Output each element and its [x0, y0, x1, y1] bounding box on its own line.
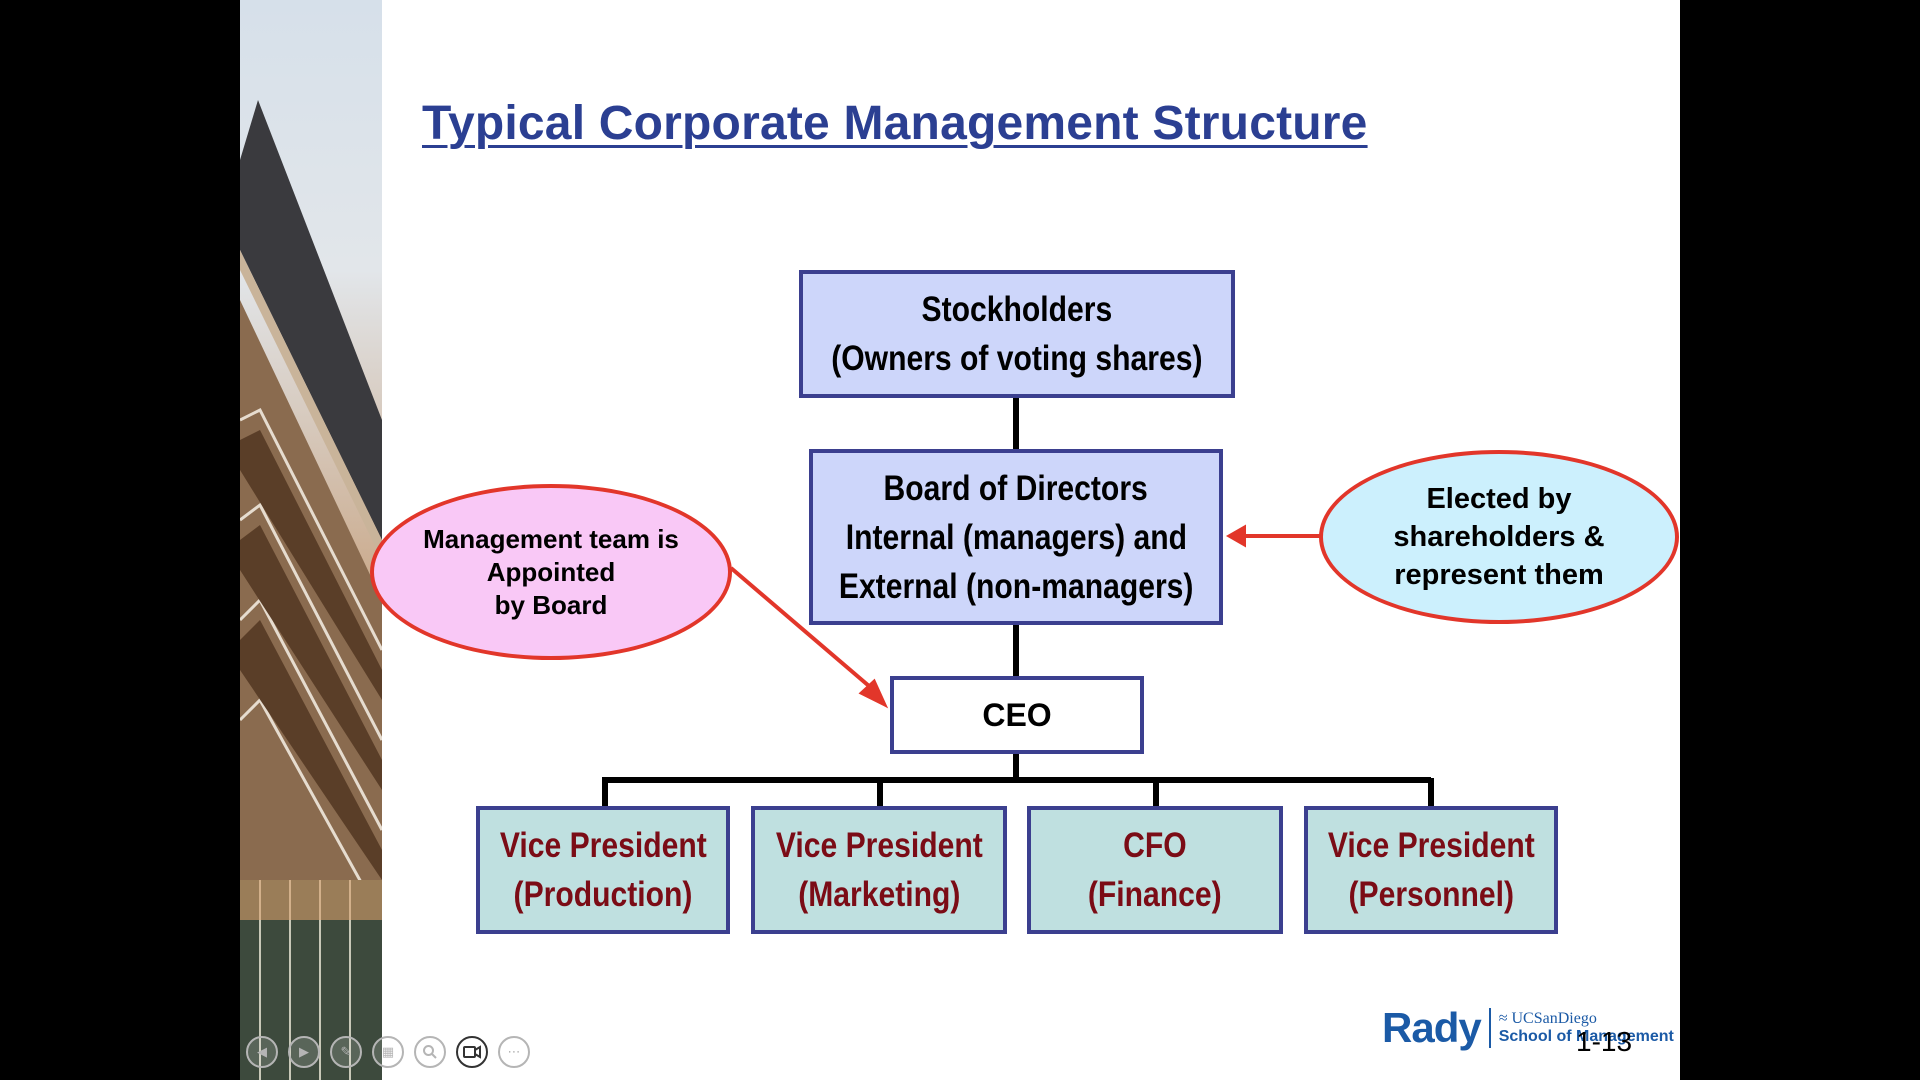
rady-wordmark: Rady [1382, 1004, 1482, 1051]
camera-toggle-button[interactable] [456, 1036, 488, 1068]
board-title: Board of Directors [883, 468, 1149, 508]
slide: Typical Corporate Management Structure S… [240, 0, 1680, 1080]
more-options-icon: ⋯ [507, 1044, 521, 1060]
more-options-button[interactable]: ⋯ [498, 1036, 530, 1068]
callout-left-line1: Management team is [423, 523, 679, 554]
vp-personnel-title: Vice President [1327, 826, 1535, 865]
callout-right-line2: shareholders & [1393, 521, 1605, 553]
vp-personnel-dept: (Personnel) [1348, 875, 1514, 914]
slides-grid-icon: ▦ [381, 1044, 395, 1060]
arrow-appointed-line [729, 566, 878, 694]
vp-marketing-dept: (Marketing) [797, 875, 961, 914]
callout-elected-by-shareholders: Elected by shareholders & represent them [1319, 450, 1679, 624]
vp-marketing-title: Vice President [775, 826, 983, 865]
previous-icon: ◀ [257, 1044, 267, 1060]
arrow-elected-head [1225, 524, 1246, 548]
callout-appointed-by-board: Management team is Appointed by Board [370, 484, 732, 660]
callout-right-line1: Elected by [1426, 483, 1572, 515]
building-photo [240, 0, 382, 1080]
org-chart-connectors [602, 398, 1434, 808]
stockholders-subtitle: (Owners of voting shares) [831, 339, 1203, 378]
logo-divider [1488, 1008, 1491, 1048]
pen-tool-button[interactable]: ✎ [330, 1036, 362, 1068]
slide-title: Typical Corporate Management Structure [422, 97, 1368, 150]
stockholders-box: Stockholders (Owners of voting shares) [799, 270, 1235, 398]
board-of-directors-box: Board of Directors Internal (managers) a… [809, 449, 1223, 625]
callout-left-line2: Appointed [486, 556, 616, 587]
previous-slide-button[interactable]: ◀ [246, 1036, 278, 1068]
ceo-label: CEO [982, 696, 1052, 733]
rady-school-logo: Rady ≈ UCSanDiego School of Management [1382, 1000, 1674, 1056]
cfo-box: CFO (Finance) [1027, 806, 1283, 934]
vp-production-dept: (Production) [513, 875, 693, 914]
vp-production-title: Vice President [499, 826, 707, 865]
arrow-appointed-head [858, 678, 889, 709]
school-of-management-text: School of Management [1498, 1028, 1674, 1045]
stockholders-title: Stockholders [921, 290, 1113, 329]
vp-personnel-box: Vice President (Personnel) [1304, 806, 1558, 934]
video-camera-icon [463, 1045, 481, 1059]
callout-right-line3: represent them [1394, 559, 1604, 591]
next-icon: ▶ [299, 1044, 309, 1060]
building-illustration [240, 100, 382, 1080]
ucsd-trident-icon: ≈ [1498, 1010, 1508, 1027]
board-internal: Internal (managers) and [845, 517, 1187, 557]
board-external: External (non-managers) [838, 566, 1194, 606]
next-slide-button[interactable]: ▶ [288, 1036, 320, 1068]
ucsd-wordmark: ≈ UCSanDiego [1498, 1010, 1597, 1027]
cfo-title: CFO [1123, 826, 1187, 865]
ceo-box: CEO [890, 676, 1144, 754]
zoom-button[interactable] [414, 1036, 446, 1068]
ucsd-lockup: ≈ UCSanDiego School of Management [1499, 1010, 1674, 1046]
slideshow-controls: ◀ ▶ ✎ ▦ ⋯ [246, 1036, 530, 1068]
pen-icon: ✎ [340, 1044, 352, 1060]
vp-marketing-box: Vice President (Marketing) [751, 806, 1007, 934]
slide-number: 1-13 [1576, 1026, 1633, 1057]
vp-production-box: Vice President (Production) [476, 806, 730, 934]
see-all-slides-button[interactable]: ▦ [372, 1036, 404, 1068]
callout-left-line3: by Board [494, 589, 608, 620]
cfo-dept: (Finance) [1088, 875, 1222, 914]
zoom-icon [423, 1045, 437, 1059]
